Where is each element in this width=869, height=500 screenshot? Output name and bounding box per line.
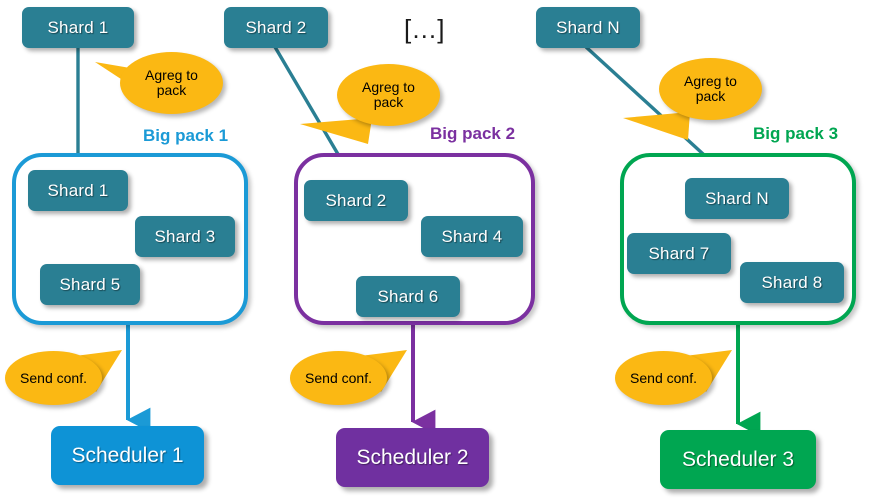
send-callout-3-label: Send conf. bbox=[630, 369, 697, 386]
scheduler-3-label: Scheduler 3 bbox=[681, 447, 795, 471]
send-callout-2-bubble: Send conf. bbox=[290, 351, 387, 405]
pack-1-label: Big pack 1 bbox=[143, 126, 229, 145]
agreg-callout-1-label: Agreg to pack bbox=[145, 67, 198, 98]
send-callout-1-label: Send conf. bbox=[20, 369, 87, 386]
ellipsis-marker: […] bbox=[404, 14, 445, 44]
scheduler-1[interactable]: Scheduler 1 bbox=[51, 426, 204, 485]
source-shard-n-label: Shard N bbox=[556, 17, 620, 37]
pack-1-shard-5-label: Shard 5 bbox=[59, 274, 121, 294]
send-callout-1-bubble: Send conf. bbox=[5, 351, 102, 405]
send-callout-3-bubble: Send conf. bbox=[615, 351, 712, 405]
pack-2-shard-4[interactable]: Shard 4 bbox=[421, 216, 523, 257]
agreg-callout-3-bubble: Agreg to pack bbox=[659, 58, 762, 120]
pack-1-shard-1[interactable]: Shard 1 bbox=[28, 170, 128, 211]
pack-2-shard-2-label: Shard 2 bbox=[325, 190, 387, 210]
pack-1-shard-5[interactable]: Shard 5 bbox=[40, 264, 140, 305]
source-shard-2[interactable]: Shard 2 bbox=[224, 7, 328, 48]
scheduler-2[interactable]: Scheduler 2 bbox=[336, 428, 489, 487]
pack-1-shard-1-label: Shard 1 bbox=[47, 180, 109, 200]
agreg-callout-2-label: Agreg to pack bbox=[362, 79, 415, 110]
pack-3-shard-n-label: Shard N bbox=[705, 188, 769, 208]
agreg-callout-2-bubble: Agreg to pack bbox=[337, 64, 440, 126]
source-shard-n[interactable]: Shard N bbox=[536, 7, 640, 48]
scheduler-1-label: Scheduler 1 bbox=[71, 443, 184, 467]
scheduler-2-label: Scheduler 2 bbox=[356, 445, 469, 469]
source-shard-1[interactable]: Shard 1 bbox=[22, 7, 134, 48]
pack-2-label: Big pack 2 bbox=[430, 124, 516, 143]
scheduler-3[interactable]: Scheduler 3 bbox=[660, 430, 816, 489]
pack-2-shard-6[interactable]: Shard 6 bbox=[356, 276, 460, 317]
pack-1-shard-3-label: Shard 3 bbox=[154, 226, 216, 246]
agreg-callout-1-bubble: Agreg to pack bbox=[120, 52, 223, 114]
send-callout-2-label: Send conf. bbox=[305, 369, 372, 386]
pack-2-shard-6-label: Shard 6 bbox=[377, 286, 439, 306]
agreg-callout-3-label: Agreg to pack bbox=[684, 73, 737, 104]
pack-3-shard-8-label: Shard 8 bbox=[761, 272, 823, 292]
source-shard-1-label: Shard 1 bbox=[47, 17, 109, 37]
pack-2-shard-4-label: Shard 4 bbox=[441, 226, 503, 246]
pack-3-shard-n[interactable]: Shard N bbox=[685, 178, 789, 219]
source-shard-2-label: Shard 2 bbox=[245, 17, 307, 37]
pack-3-shard-8[interactable]: Shard 8 bbox=[740, 262, 844, 303]
pack-2-shard-2[interactable]: Shard 2 bbox=[304, 180, 408, 221]
pack-3-shard-7[interactable]: Shard 7 bbox=[627, 233, 731, 274]
pack-1-shard-3[interactable]: Shard 3 bbox=[135, 216, 235, 257]
pack-3-shard-7-label: Shard 7 bbox=[648, 243, 710, 263]
pack-3-label: Big pack 3 bbox=[753, 124, 839, 143]
